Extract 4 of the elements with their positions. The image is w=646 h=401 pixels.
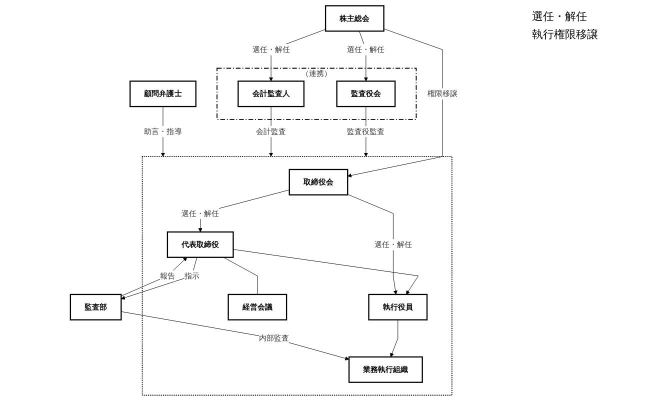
note-label: 執行権限移譲 xyxy=(532,27,599,42)
cluster xyxy=(142,156,452,396)
note-label: 選任・解任 xyxy=(532,9,588,24)
connector xyxy=(223,257,258,295)
